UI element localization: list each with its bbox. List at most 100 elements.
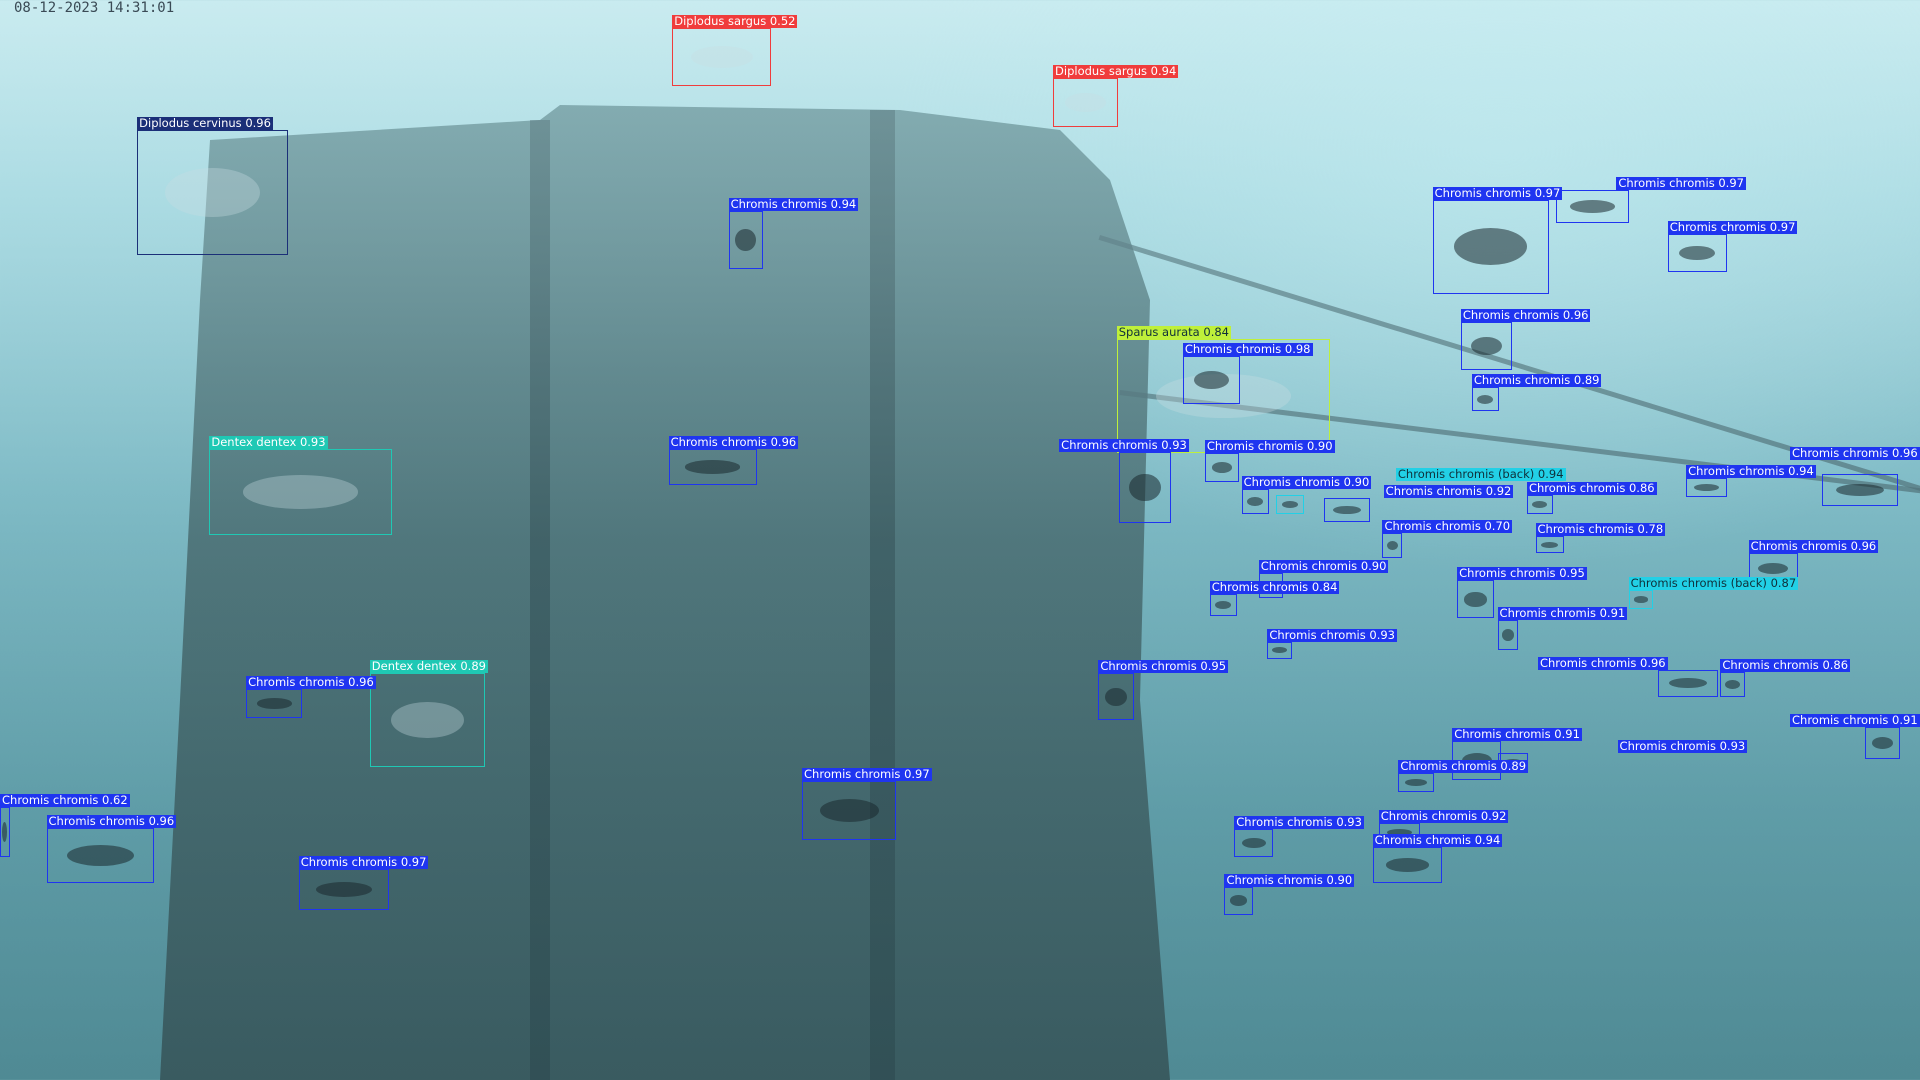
- confidence-score: 0.97: [1534, 185, 1561, 200]
- detection-box: [1209, 593, 1237, 616]
- detection-label: Chromis chromis 0.98: [1182, 342, 1313, 357]
- confidence-score: 0.90: [1306, 439, 1333, 454]
- fish: [1470, 336, 1503, 356]
- fish: [1569, 200, 1615, 213]
- species-name: Chromis chromis: [1374, 833, 1472, 848]
- detection-label: Chromis chromis 0.94: [1372, 833, 1503, 848]
- species-name: Chromis chromis: [1669, 219, 1767, 234]
- confidence-score: 0.94: [1537, 466, 1564, 481]
- detection-label: Chromis chromis 0.96: [246, 675, 376, 690]
- fish: [66, 844, 135, 866]
- fish: [1193, 371, 1230, 390]
- detection-label: Chromis chromis 0.90: [1204, 439, 1335, 454]
- species-name: Chromis chromis: [1269, 627, 1366, 642]
- detection-box: [246, 689, 303, 718]
- confidence-score: 0.97: [1769, 219, 1796, 234]
- species-name: Chromis chromis: [248, 675, 345, 690]
- confidence-score: 0.90: [1360, 559, 1387, 574]
- species-name: Chromis chromis: [1459, 566, 1556, 581]
- species-name: Chromis chromis: [1537, 522, 1634, 537]
- fish: [690, 45, 753, 69]
- confidence-score: 0.95: [1559, 566, 1585, 581]
- confidence-score: 0.98: [1284, 342, 1311, 357]
- fish: [819, 799, 879, 822]
- confidence-score: 0.91: [1892, 713, 1918, 728]
- fish: [1386, 540, 1398, 551]
- fish: [1454, 228, 1528, 266]
- detection-label: Chromis chromis 0.93: [1234, 815, 1364, 829]
- detection-box: [1657, 669, 1718, 697]
- detection-label: Dentex dentex 0.89: [369, 660, 488, 674]
- detection-label: Dentex dentex 0.93: [209, 436, 328, 450]
- detection-box: [1053, 78, 1118, 128]
- fish: [1758, 562, 1789, 574]
- detection-box: [1182, 356, 1241, 405]
- detection-box: [1098, 673, 1134, 720]
- confidence-score: 0.62: [102, 792, 128, 807]
- confidence-score: 0.92: [1485, 484, 1512, 499]
- detection-box: [1864, 727, 1901, 760]
- fish: [1272, 647, 1287, 654]
- detection-box: [1460, 322, 1513, 370]
- detection-box: [0, 806, 10, 858]
- species-name: Chromis chromis: [1528, 480, 1626, 495]
- confidence-score: 0.84: [1311, 579, 1338, 594]
- confidence-score: 0.96: [1562, 308, 1589, 323]
- fish: [1477, 394, 1494, 404]
- detection-box: [1556, 189, 1629, 223]
- fish: [1281, 500, 1299, 508]
- timestamp: 08-12-2023 14:31:01: [14, 0, 175, 16]
- detection-box: [672, 28, 772, 86]
- detection-box: [1241, 488, 1269, 515]
- species-name: Chromis chromis: [1385, 484, 1483, 499]
- confidence-score: 0.95: [1200, 659, 1227, 674]
- fish: [1385, 858, 1430, 872]
- detection-label: Chromis chromis 0.94: [1686, 464, 1816, 478]
- confidence-score: 0.90: [1343, 474, 1370, 489]
- confidence-score: 0.96: [245, 115, 271, 130]
- confidence-score: 0.94: [1150, 64, 1177, 79]
- species-name: Sparus aurata: [1118, 325, 1200, 340]
- species-name: Chromis chromis: [804, 767, 901, 782]
- fish: [1532, 500, 1548, 508]
- detection-box: [369, 673, 485, 767]
- fish: [1633, 596, 1648, 603]
- species-name: Chromis chromis: [670, 435, 767, 450]
- detection-box: [668, 449, 757, 485]
- fish: [685, 460, 741, 474]
- fish: [1215, 600, 1232, 609]
- species-name: Chromis chromis (back): [1397, 466, 1535, 481]
- fish: [242, 475, 359, 509]
- detection-box: [1398, 772, 1434, 793]
- species-name: Chromis chromis: [1061, 437, 1158, 452]
- confidence-score: 0.96: [148, 813, 175, 828]
- detection-label: Chromis chromis 0.96: [1790, 446, 1920, 460]
- detection-label: Chromis chromis 0.97: [802, 767, 932, 782]
- detection-label: Chromis chromis 0.95: [1098, 659, 1229, 674]
- confidence-score: 0.97: [400, 855, 427, 870]
- detection-label: Chromis chromis 0.92: [1383, 484, 1514, 499]
- confidence-score: 0.96: [770, 435, 797, 450]
- detection-box: [1382, 532, 1403, 559]
- species-name: Chromis chromis: [2, 792, 99, 807]
- species-name: Chromis chromis: [1100, 659, 1197, 674]
- species-name: Chromis chromis: [1184, 342, 1282, 357]
- fish: [315, 881, 373, 898]
- detection-label: Chromis chromis (back) 0.94: [1395, 466, 1566, 481]
- detection-label: Chromis chromis 0.84: [1209, 579, 1340, 594]
- detection-label: Diplodus sargus 0.94: [1053, 64, 1179, 79]
- detection-label: Chromis chromis 0.91: [1790, 713, 1920, 728]
- detection-label: Chromis chromis 0.93: [1267, 627, 1397, 642]
- detection-box: [1275, 494, 1305, 515]
- detection-box: [298, 869, 390, 910]
- detection-label: Chromis chromis 0.62: [0, 792, 130, 807]
- detection-box: [46, 827, 155, 883]
- fish: [1678, 245, 1716, 261]
- fish: [256, 698, 292, 709]
- confidence-score: 0.70: [1484, 518, 1511, 533]
- wreck-seam: [870, 110, 895, 1080]
- detection-label: Chromis chromis 0.95: [1457, 566, 1587, 581]
